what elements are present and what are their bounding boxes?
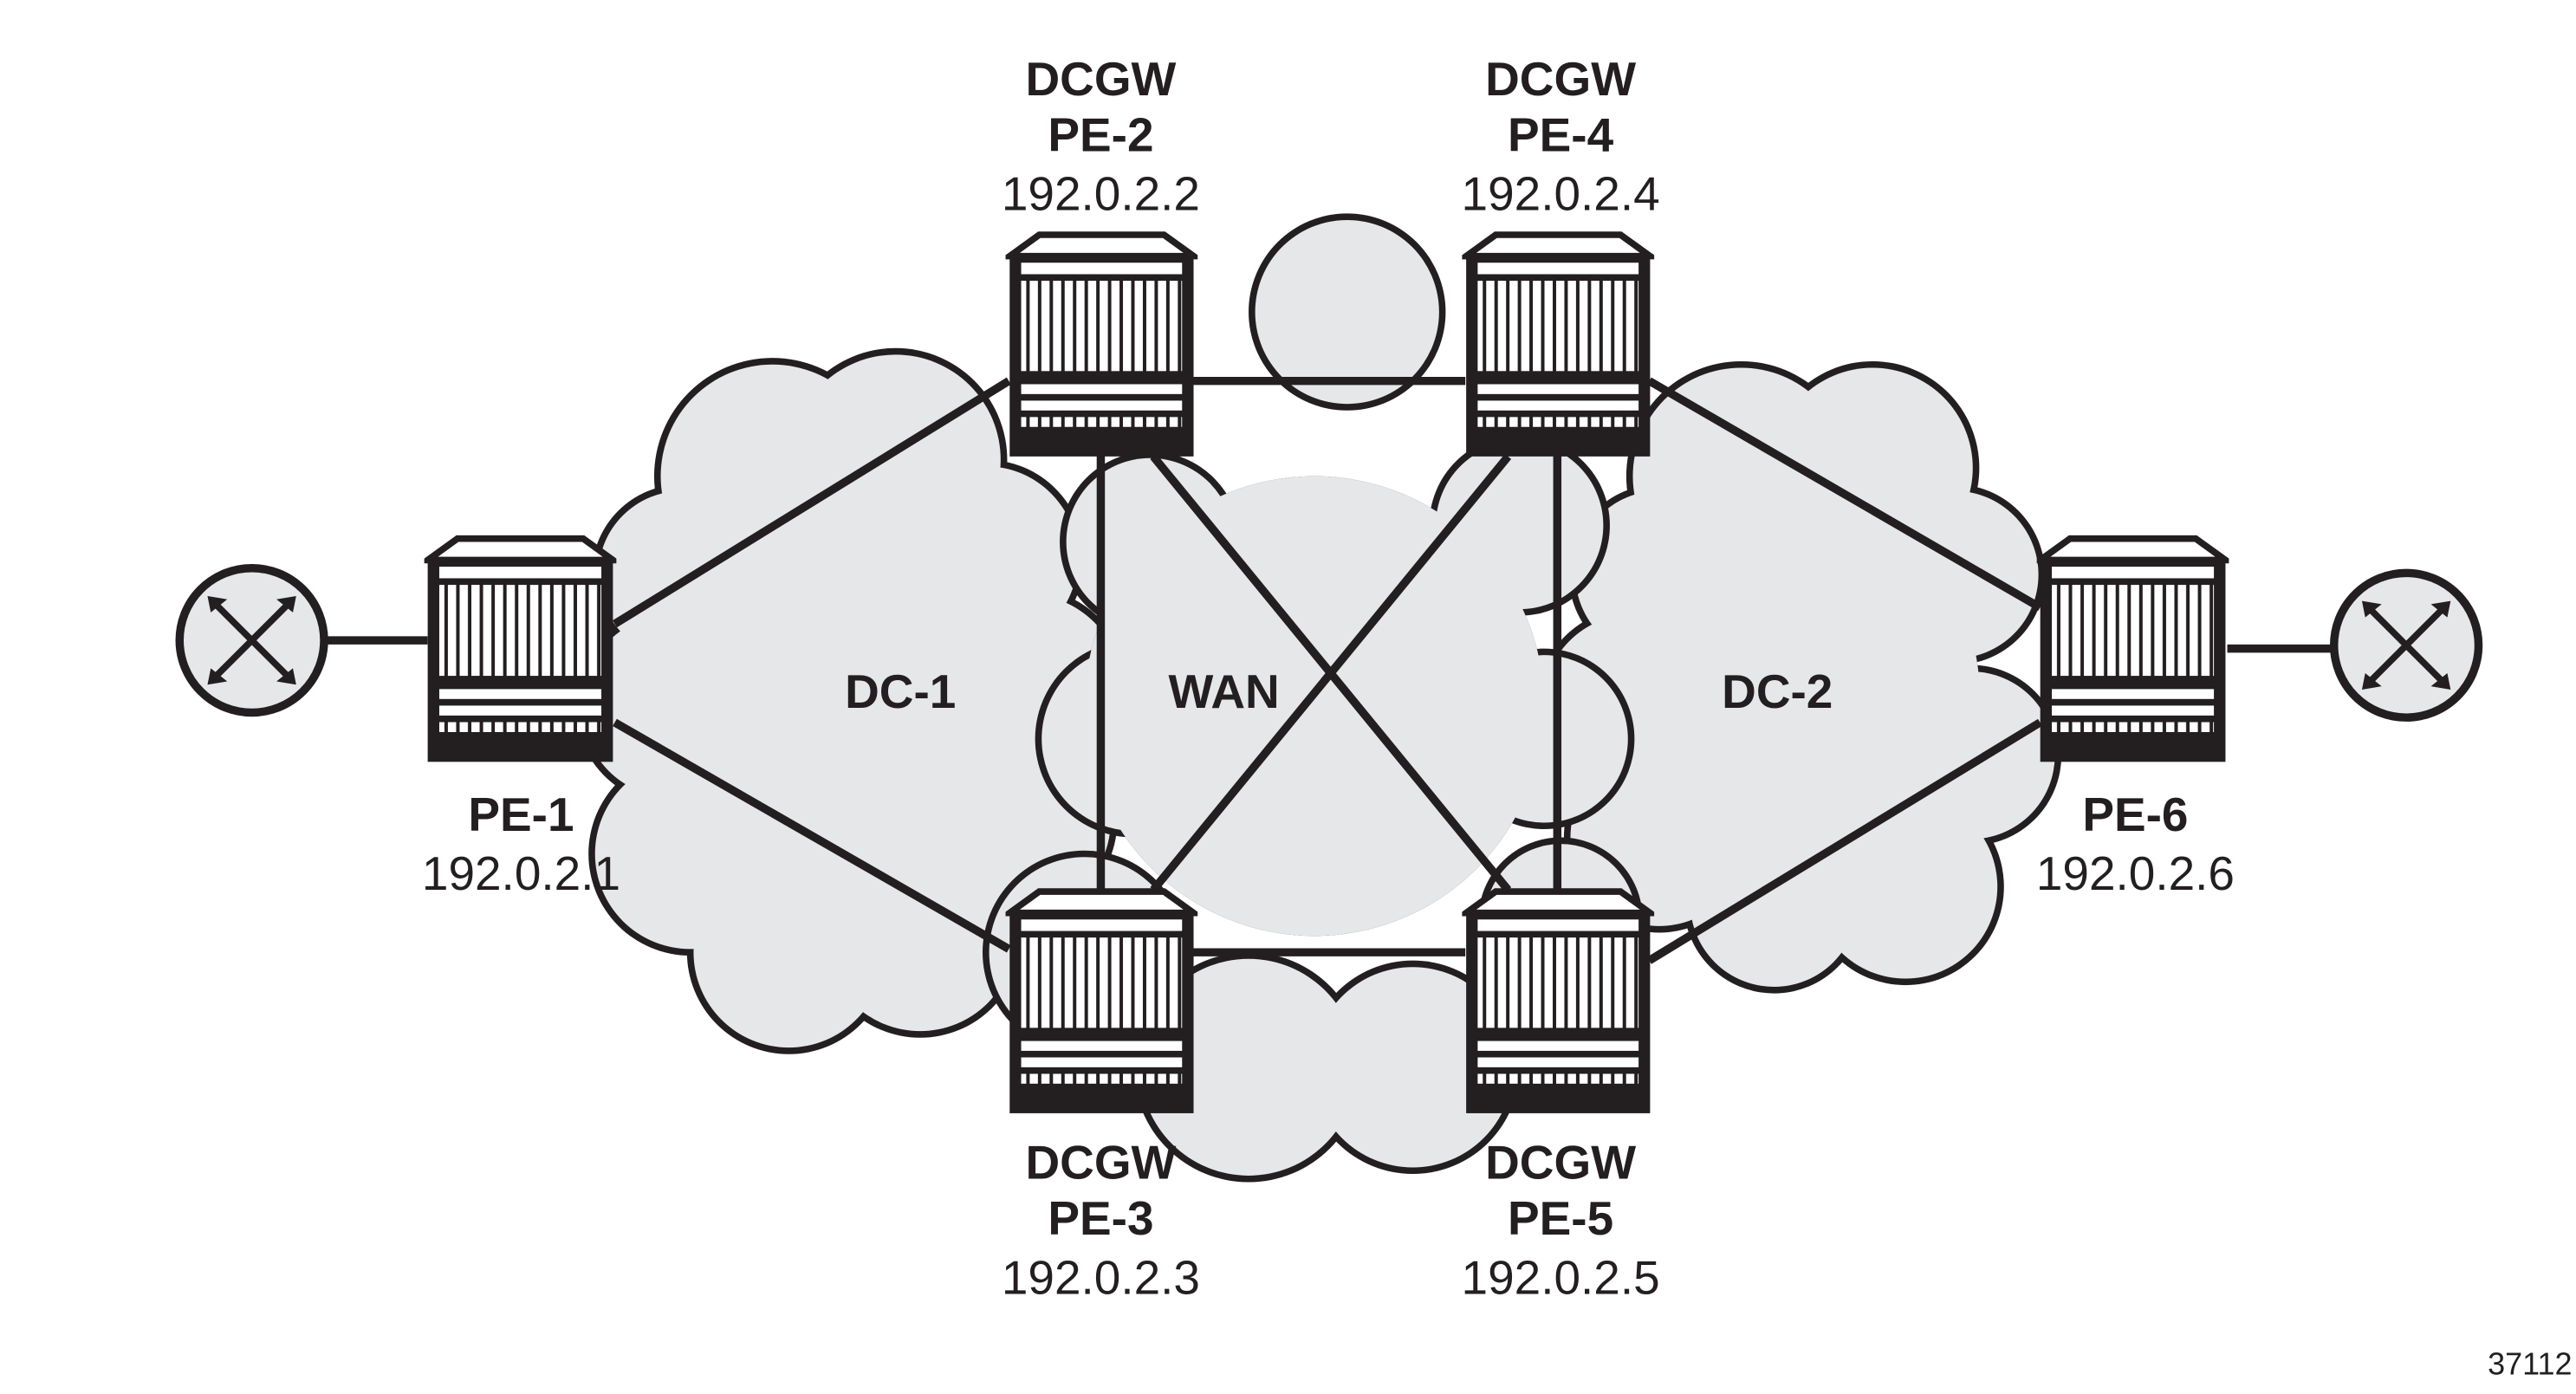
label-pe4: DCGW PE-4 192.0.2.4 [1462,52,1660,221]
figure-id: 37112 [2488,1345,2572,1381]
switch-icon-right[interactable] [2329,568,2483,722]
node-ip: 192.0.2.3 [1002,1250,1200,1304]
cloud-dc1 [574,347,1129,1054]
cloud-wan [982,213,1643,1183]
node-ip: 192.0.2.4 [1462,167,1660,221]
label-pe5: DCGW PE-5 192.0.2.5 [1462,1136,1660,1305]
link-pe1-pe3 [613,718,1011,953]
node-name: PE-2 [1048,107,1153,161]
router-icon-pe3[interactable] [1009,892,1193,1113]
node-ip: 192.0.2.2 [1002,167,1200,221]
label-pe2: DCGW PE-2 192.0.2.2 [1002,52,1200,221]
router-icon-pe4[interactable] [1466,235,1650,457]
link-pe4-pe3 [1150,453,1512,893]
node-name: PE-1 [468,788,574,841]
node-ip: 192.0.2.5 [1462,1250,1660,1304]
cloud-label-dc2: DC-2 [1722,665,1833,718]
label-pe1: PE-1 192.0.2.1 [422,788,620,900]
cloud-label-wan: WAN [1169,665,1280,718]
router-icon-pe1[interactable] [428,539,613,762]
links [325,376,2336,964]
label-pe3: DCGW PE-3 192.0.2.3 [1002,1136,1200,1305]
node-role: DCGW [1485,52,1636,106]
link-pe4-pe6 [1647,377,2042,612]
label-pe6: PE-6 192.0.2.6 [2036,788,2235,900]
node-role: DCGW [1485,1136,1636,1190]
link-pe1-pe2 [612,377,1011,628]
link-pe5-pe6 [1646,718,2042,964]
node-ip: 192.0.2.1 [422,846,620,900]
node-ip: 192.0.2.6 [2036,846,2235,900]
node-name: PE-5 [1508,1191,1613,1245]
router-icon-pe2[interactable] [1009,235,1193,457]
router-icon-pe5[interactable] [1466,892,1650,1113]
cloud-dc2 [1535,360,2062,994]
node-name: PE-3 [1048,1191,1153,1245]
switch-icon-left[interactable] [175,563,328,717]
node-name: PE-6 [2082,788,2188,841]
router-icon-pe6[interactable] [2041,539,2226,762]
cloud-label-dc1: DC-1 [845,665,956,718]
node-role: DCGW [1025,1136,1176,1190]
node-role: DCGW [1025,52,1176,106]
node-name: PE-4 [1508,107,1614,161]
